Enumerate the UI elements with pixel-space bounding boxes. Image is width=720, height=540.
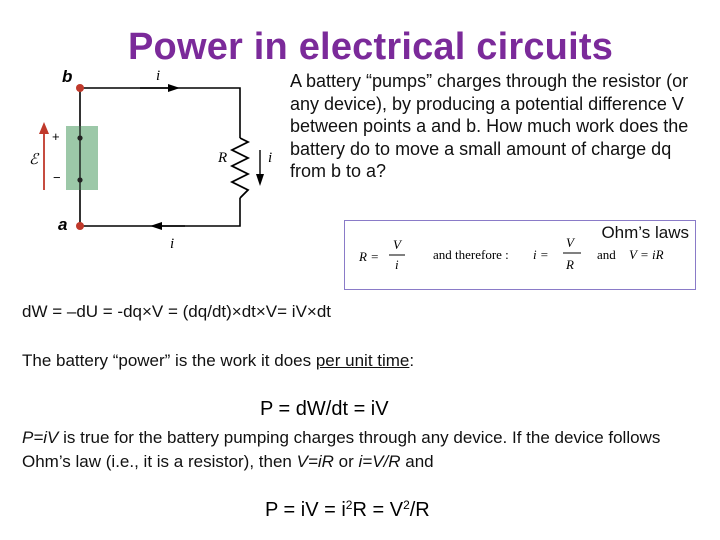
label-i-right: i — [268, 150, 272, 166]
statement-p5: i=V/R — [358, 452, 401, 471]
eq3: V = iR — [629, 247, 664, 262]
p-final-c: /R — [409, 499, 430, 521]
p-final-a: P = iV = i — [265, 499, 346, 521]
ohm-statement: P=iV is true for the battery pumping cha… — [22, 426, 712, 474]
label-R: R — [217, 150, 227, 166]
p-final-sup1: 2 — [345, 498, 353, 512]
ohm-laws-label: Ohm’s laws — [601, 223, 689, 242]
p-final-sup2: 2 — [403, 498, 410, 512]
label-b: b — [62, 67, 72, 86]
eq2-num: V — [566, 235, 576, 250]
terminal-a — [76, 222, 84, 230]
eq2-den: R — [565, 257, 574, 272]
current-arrow-right — [256, 174, 264, 186]
description-text: A battery “pumps” charges through the re… — [290, 71, 689, 181]
and-text: and — [597, 247, 616, 262]
page-title: Power in electrical circuits — [128, 26, 614, 68]
top-wire — [80, 87, 241, 138]
statement-p2: is true for the battery pumping charges … — [22, 428, 661, 471]
power-def-before: The battery “power” is the work it does — [22, 351, 316, 370]
power-final-equation: P = iV = i2R = V2/R — [265, 498, 430, 522]
work-equation: dW = –dU = -dq×V = (dq/dt)×dt×V= iV×dt — [22, 302, 332, 321]
statement-p1: P=iV — [22, 428, 59, 447]
statement-p6: and — [400, 452, 434, 471]
eq2-lhs: i = — [533, 247, 549, 262]
p-final-b: R = V — [352, 499, 404, 521]
label-plus: + — [52, 129, 60, 144]
therefore-text: and therefore : — [433, 247, 509, 262]
label-emf: ℰ — [29, 150, 40, 168]
ohm-equations: R = V i and therefore : i = V R and V = … — [358, 235, 664, 272]
statement-p3: V=iR — [296, 452, 334, 471]
power-definition: The battery “power” is the work it does … — [22, 351, 414, 371]
circuit-diagram: b a i i i R ℰ + − — [29, 67, 272, 252]
ohm-laws-box: Ohm’s laws R = V i and therefore : i = V… — [344, 220, 696, 290]
eq1-num: V — [393, 237, 403, 252]
eq1-den: i — [395, 257, 399, 272]
label-i-top: i — [156, 68, 160, 84]
power-def-underlined: per unit time — [315, 351, 410, 370]
label-minus: − — [53, 170, 61, 185]
power-def-after: : — [409, 351, 415, 370]
current-arrow-top — [168, 84, 180, 92]
resistor — [229, 137, 251, 199]
label-a: a — [58, 215, 67, 234]
bottom-wire — [80, 198, 241, 227]
current-arrow-bottom — [150, 222, 162, 230]
terminal-b — [76, 84, 84, 92]
label-i-bottom: i — [170, 236, 174, 252]
power-equation: P = dW/dt = iV — [260, 398, 389, 420]
eq1-lhs: R = — [358, 249, 379, 264]
statement-p4: or — [333, 452, 359, 471]
